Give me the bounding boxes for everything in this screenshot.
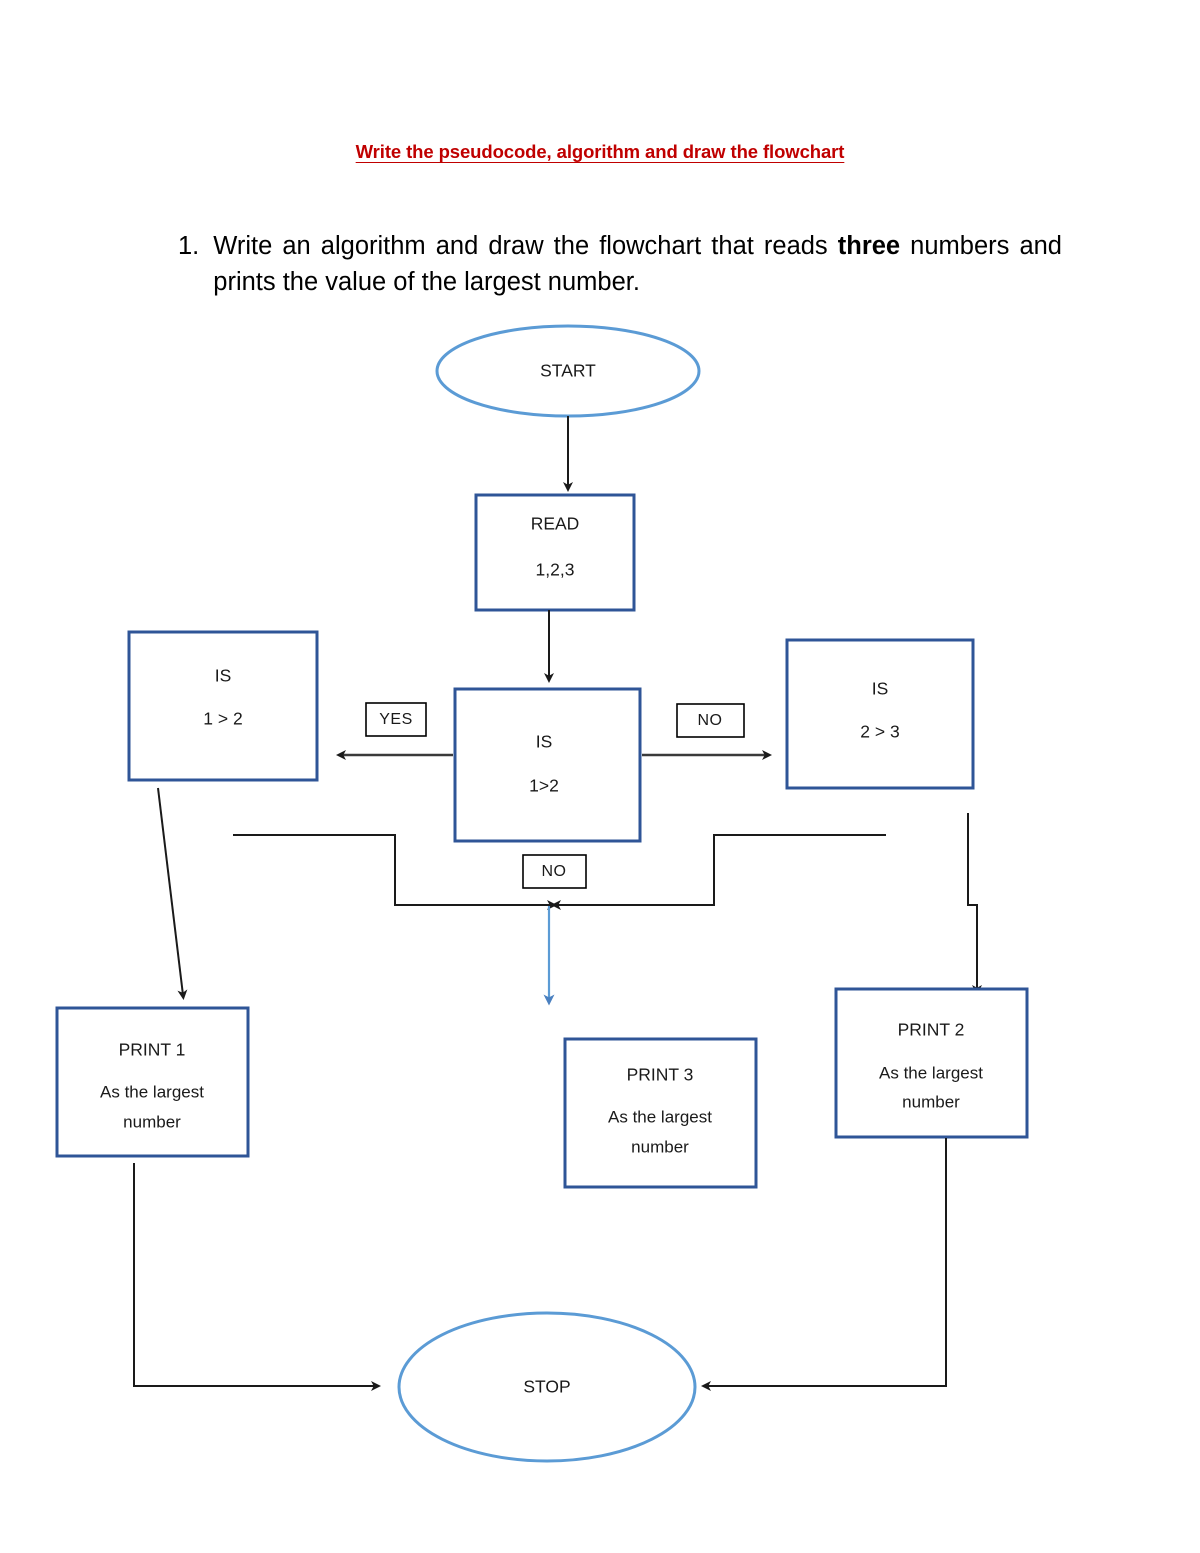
edge-right-decision-to-print2 <box>967 813 982 995</box>
edge-print2-to-stop <box>701 1138 947 1391</box>
question-text-part2: numbers and prints the value of the larg… <box>213 232 1062 297</box>
node-decision-right: IS 2 > 3 <box>785 638 975 790</box>
node-read-line2: 1,2,3 <box>536 560 575 580</box>
edge-label-no-bottom-text: NO <box>542 863 567 880</box>
node-print1-line1: PRINT 1 <box>119 1040 186 1060</box>
node-decision-center-line2: 1>2 <box>529 776 559 796</box>
node-print2: PRINT 2 As the largest number <box>834 987 1029 1139</box>
node-print2-line2: As the largest <box>879 1063 983 1082</box>
node-read-line1: READ <box>531 514 580 534</box>
edge-label-yes: YES <box>365 702 427 737</box>
node-decision-right-line2: 2 > 3 <box>860 722 899 742</box>
edge-left-decision-to-print1 <box>157 787 188 1000</box>
node-decision-center-line1: IS <box>536 732 553 752</box>
node-decision-left-line2: 1 > 2 <box>203 709 242 729</box>
edge-label-no-right-text: NO <box>698 712 723 729</box>
node-print3-line1: PRINT 3 <box>627 1065 694 1085</box>
node-stop: STOP <box>397 1311 697 1463</box>
edge-label-yes-text: YES <box>379 711 413 728</box>
node-print3-line2: As the largest <box>608 1107 712 1126</box>
node-print2-line3: number <box>902 1092 960 1111</box>
node-print3: PRINT 3 As the largest number <box>563 1037 758 1189</box>
page-title: Write the pseudocode, algorithm and draw… <box>355 141 845 162</box>
edge-right-merge-connector <box>551 834 886 910</box>
node-read: READ 1,2,3 <box>474 493 636 612</box>
question-text-emphasis: three <box>837 232 901 260</box>
edge-print1-to-stop <box>133 1163 381 1391</box>
question-block: 1. Write an algorithm and draw the flowc… <box>178 228 1062 300</box>
node-start-label: START <box>540 361 596 381</box>
node-print1: PRINT 1 As the largest number <box>55 1006 250 1158</box>
node-print1-line2: As the largest <box>100 1082 204 1101</box>
question-text: Write an algorithm and draw the flowchar… <box>213 228 1062 300</box>
node-decision-right-line1: IS <box>872 679 889 699</box>
node-start: START <box>435 324 701 418</box>
node-print2-line1: PRINT 2 <box>898 1020 965 1040</box>
edge-label-no-bottom: NO <box>522 854 587 889</box>
node-print1-line3: number <box>123 1112 181 1131</box>
edge-label-no-right: NO <box>676 703 745 738</box>
edge-left-merge-connector <box>233 834 557 910</box>
node-decision-left: IS 1 > 2 <box>127 630 319 782</box>
question-text-part1: Write an algorithm and draw the flowchar… <box>213 232 838 260</box>
node-decision-left-line1: IS <box>215 666 232 686</box>
node-decision-center: IS 1>2 <box>453 687 642 843</box>
node-print3-line3: number <box>631 1137 689 1156</box>
question-number: 1. <box>178 232 200 260</box>
node-stop-label: STOP <box>523 1377 570 1397</box>
